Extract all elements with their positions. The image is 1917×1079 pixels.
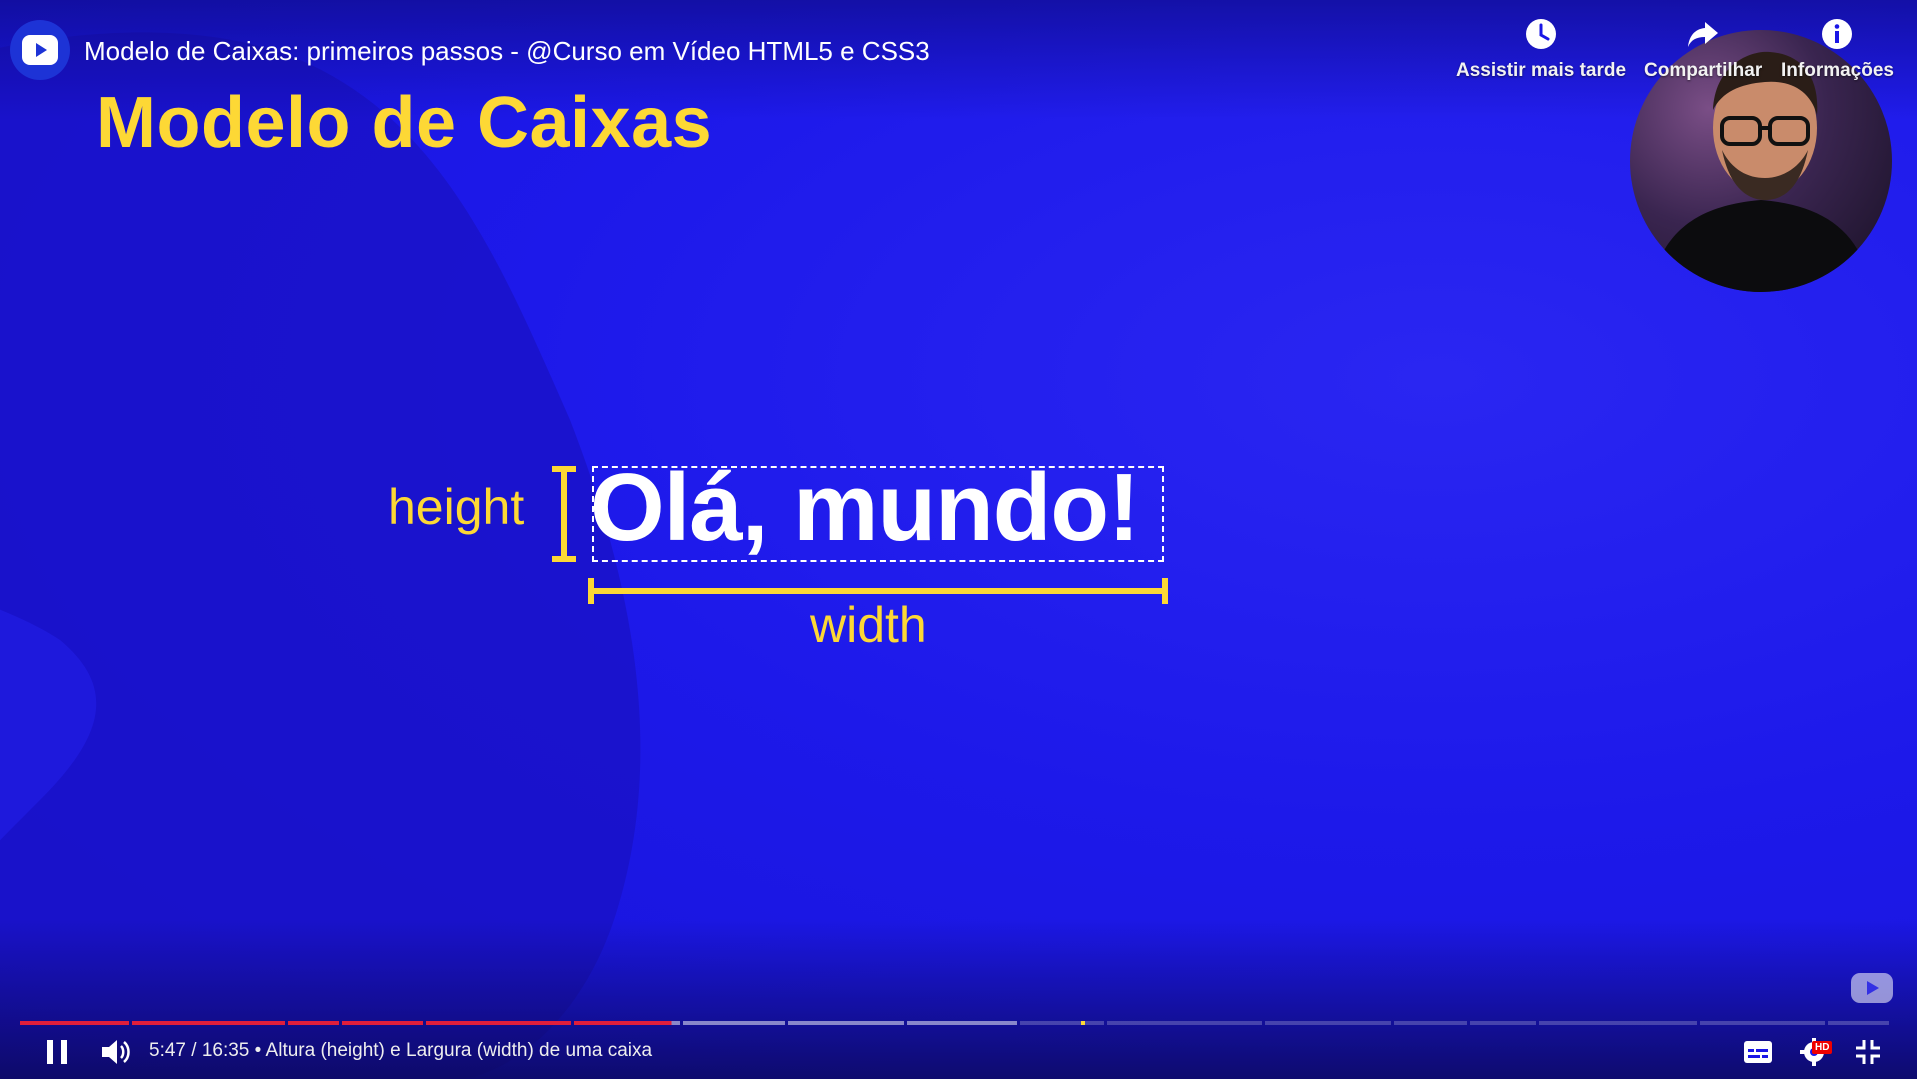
progress-chapter-segment[interactable] (907, 1021, 1017, 1025)
volume-button[interactable] (98, 1034, 134, 1070)
channel-logo[interactable] (10, 20, 70, 80)
width-bracket (588, 578, 1168, 604)
subtitles-button[interactable] (1740, 1034, 1776, 1070)
progress-chapter-segment[interactable] (1539, 1021, 1697, 1025)
info-label: Informações (1781, 60, 1894, 81)
share-button[interactable]: Compartilhar (1644, 16, 1762, 82)
channel-logo-icon (22, 35, 58, 65)
progress-chapter-segment[interactable] (132, 1021, 285, 1025)
slide-heading: Modelo de Caixas (96, 83, 713, 163)
clock-icon (1526, 19, 1557, 49)
progress-chapter-segment[interactable] (1828, 1021, 1889, 1025)
share-arrow-icon (1688, 22, 1719, 47)
progress-chapter-segment[interactable] (788, 1021, 904, 1025)
progress-chapter-segment[interactable] (574, 1021, 680, 1025)
background-blob (0, 32, 641, 1079)
duration: 16:35 (201, 1040, 250, 1061)
pause-button[interactable] (40, 1034, 74, 1070)
progress-chapter-segment[interactable] (342, 1021, 423, 1025)
current-time: 5:47 (149, 1040, 186, 1061)
progress-bar[interactable] (20, 1021, 1892, 1025)
progress-chapter-segment[interactable] (1470, 1021, 1536, 1025)
volume-icon (102, 1040, 130, 1064)
channel-watermark-icon[interactable] (1851, 973, 1893, 1003)
top-gradient (0, 0, 1917, 120)
progress-chapter-segment[interactable] (1020, 1021, 1104, 1025)
progress-chapter-segment[interactable] (426, 1021, 571, 1025)
height-label: height (388, 479, 525, 535)
info-button[interactable]: Informações (1781, 16, 1894, 82)
watch-later-label: Assistir mais tarde (1456, 60, 1627, 81)
video-title[interactable]: Modelo de Caixas: primeiros passos - @Cu… (84, 36, 930, 66)
hd-badge: HD (1812, 1041, 1833, 1054)
progress-chapter-segment[interactable] (288, 1021, 339, 1025)
progress-chapter-segment[interactable] (1107, 1021, 1262, 1025)
sample-text: Olá, mundo! (590, 454, 1140, 561)
progress-chapter-segment[interactable] (1700, 1021, 1825, 1025)
progress-chapter-segment[interactable] (683, 1021, 785, 1025)
progress-chapter-segment[interactable] (1265, 1021, 1391, 1025)
bottom-gradient (0, 919, 1917, 1079)
time-display: 5:47 / 16:35 • Altura (height) e Largura… (149, 1040, 652, 1062)
progress-chapter-segment[interactable] (1394, 1021, 1467, 1025)
presenter-avatar (1630, 30, 1892, 292)
chapter-separator: • (249, 1040, 266, 1061)
width-label: width (810, 597, 927, 653)
info-icon (1822, 19, 1853, 49)
progress-marker (1081, 1021, 1086, 1025)
height-bracket (552, 466, 576, 562)
watch-later-button[interactable]: Assistir mais tarde (1456, 16, 1626, 82)
progress-chapter-segment[interactable] (20, 1021, 129, 1025)
time-separator: / (185, 1040, 202, 1061)
box-outline (592, 466, 1164, 562)
exit-fullscreen-icon (1856, 1040, 1880, 1064)
share-label: Compartilhar (1644, 60, 1763, 81)
chapter-title[interactable]: Altura (height) e Largura (width) de uma… (265, 1040, 653, 1061)
exit-fullscreen-button[interactable] (1850, 1034, 1886, 1070)
pause-icon (47, 1040, 67, 1064)
subtitles-icon (1744, 1041, 1772, 1063)
